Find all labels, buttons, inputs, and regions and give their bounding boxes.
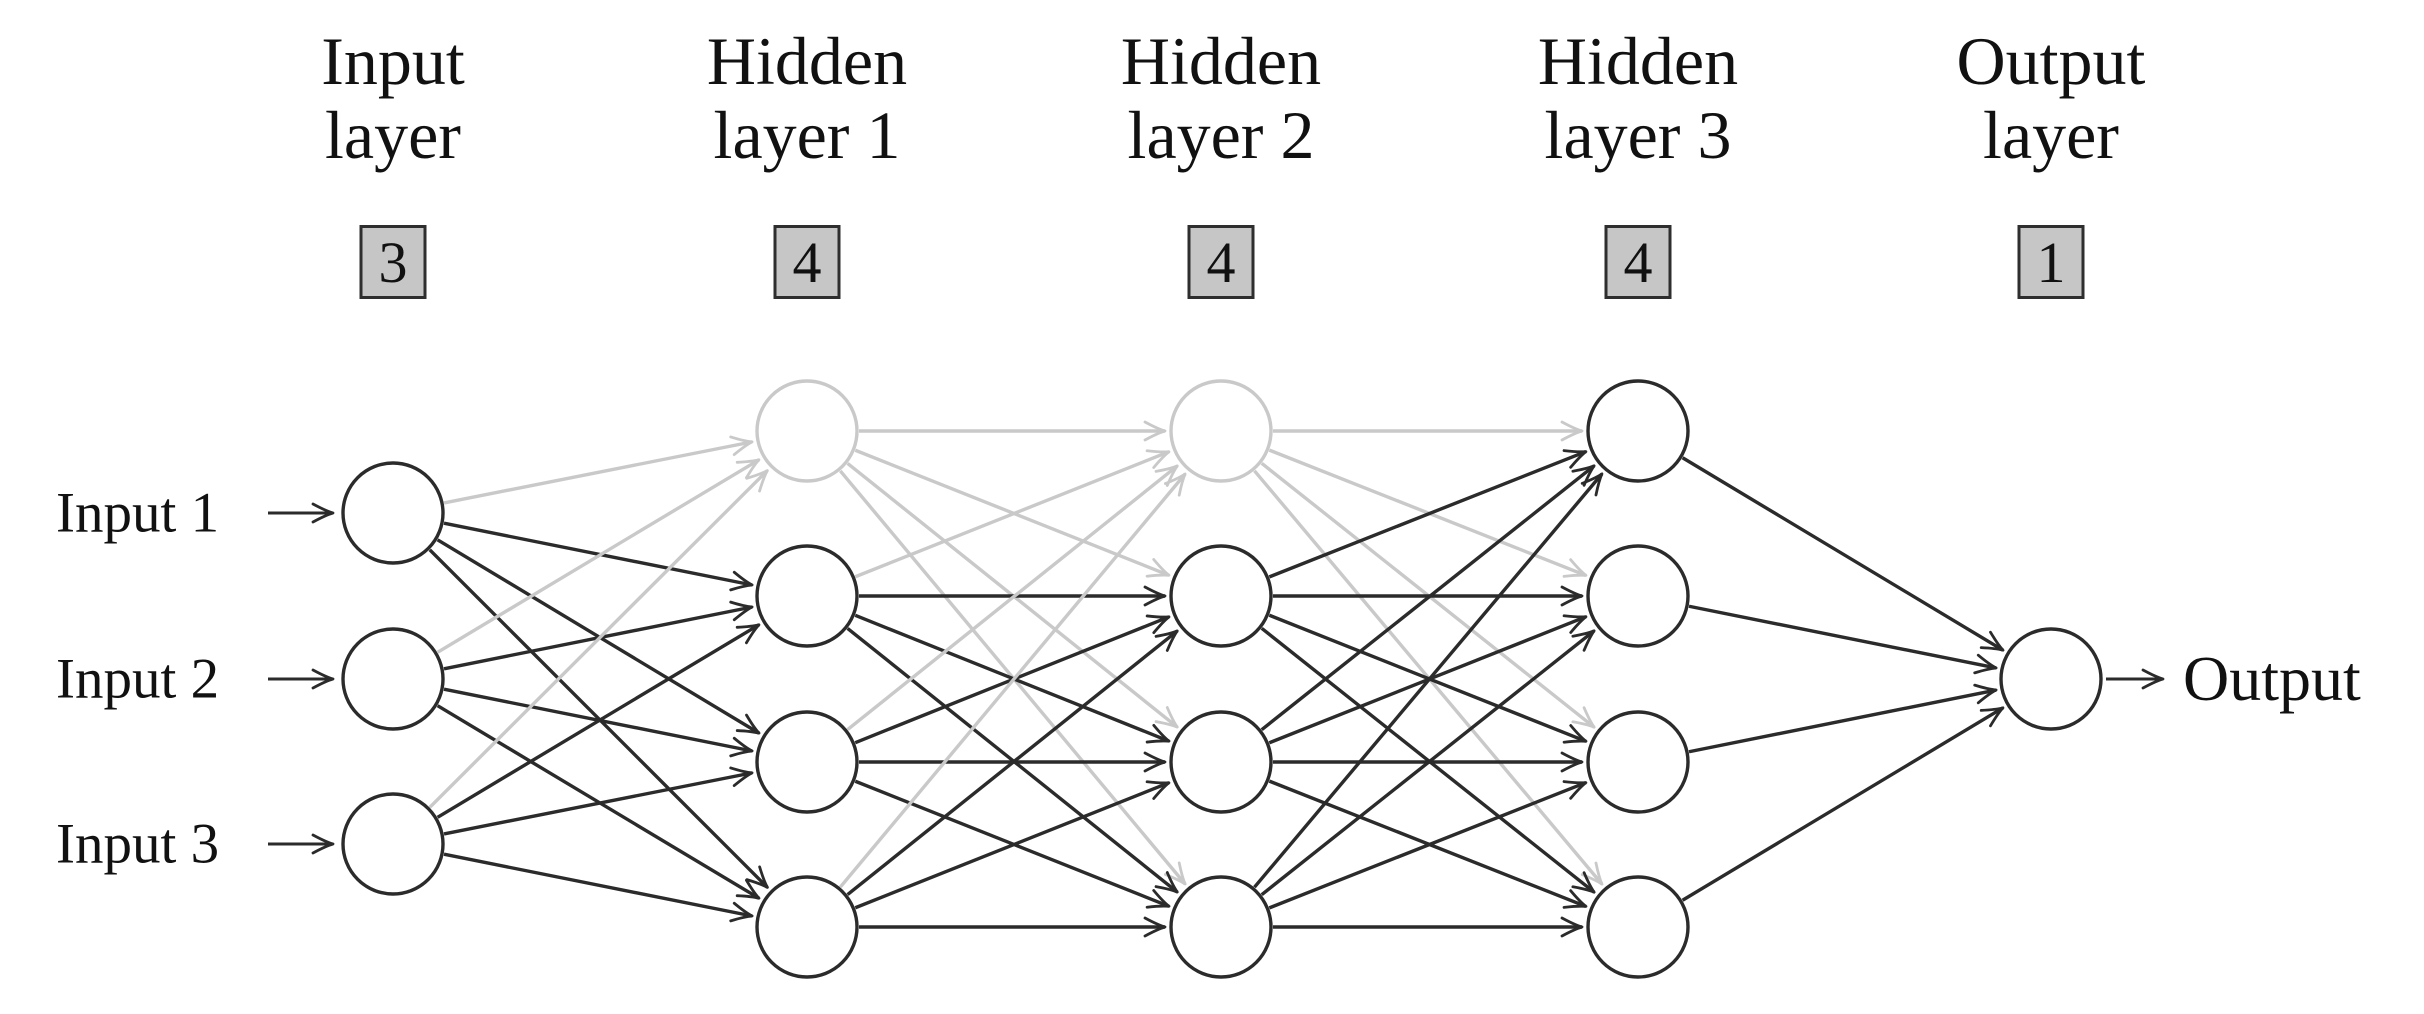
edge-l0n0-l1n0 bbox=[443, 435, 754, 505]
node-hidden2-3 bbox=[1169, 710, 1273, 814]
layer-header-hidden2-line2: layer 2 bbox=[1127, 97, 1315, 173]
count-box-hidden1: 4 bbox=[773, 225, 841, 299]
edge-l2n3-l3n1 bbox=[1260, 629, 1596, 897]
layer-header-hidden1: Hidden layer 1 bbox=[707, 24, 907, 172]
node-hidden2-2 bbox=[1169, 544, 1273, 648]
layer-header-output-line2: layer bbox=[1983, 97, 2119, 173]
layer-header-hidden2-line1: Hidden bbox=[1120, 23, 1322, 99]
edge-l1n3-l2n0 bbox=[839, 472, 1187, 889]
edge-l0n0-l1n1 bbox=[443, 521, 754, 592]
edge-l2n2-l3n0 bbox=[1260, 464, 1596, 732]
edge-l2n1-l3n0 bbox=[1268, 449, 1588, 579]
layer-header-input-line1: Input bbox=[321, 23, 465, 99]
node-input-3 bbox=[341, 792, 445, 896]
node-input-1 bbox=[341, 461, 445, 565]
edge-l1n1-l2n3 bbox=[846, 627, 1179, 894]
edge-l2n3-l3n0 bbox=[1253, 472, 1604, 889]
edge-l3n1-l4n0 bbox=[1688, 604, 1998, 675]
edge-l1n1-l2n0 bbox=[854, 449, 1171, 579]
layer-header-hidden3-line1: Hidden bbox=[1537, 23, 1739, 99]
edge-l0n2-l1n0 bbox=[428, 469, 769, 809]
node-input-2 bbox=[341, 627, 445, 731]
input-3-label: Input 3 bbox=[56, 812, 220, 876]
edge-l1n2-l2n0 bbox=[846, 464, 1179, 731]
node-hidden3-1 bbox=[1586, 379, 1690, 483]
count-box-output: 1 bbox=[2017, 225, 2085, 299]
edge-l0n2-l1n2 bbox=[443, 766, 754, 836]
layer-header-hidden1-line1: Hidden bbox=[706, 23, 908, 99]
edge-l3n3-l4n0 bbox=[1681, 706, 2005, 902]
count-box-hidden2: 4 bbox=[1187, 225, 1255, 299]
node-hidden3-3 bbox=[1586, 710, 1690, 814]
edge-l0n2-l1n1 bbox=[436, 623, 761, 819]
count-box-input: 3 bbox=[359, 225, 427, 299]
node-hidden3-4 bbox=[1586, 875, 1690, 979]
input-1-label: Input 1 bbox=[56, 481, 220, 545]
count-box-hidden3: 4 bbox=[1604, 225, 1672, 299]
output-label: Output bbox=[2183, 643, 2361, 714]
node-hidden1-3 bbox=[755, 710, 859, 814]
layer-header-hidden2: Hidden layer 2 bbox=[1121, 24, 1321, 172]
edge-l3n0-l4n0 bbox=[1681, 456, 2005, 652]
layer-header-output: Output layer bbox=[1957, 24, 2146, 172]
edge-l0n1-l1n0 bbox=[436, 458, 761, 654]
layer-header-input: Input layer bbox=[321, 24, 465, 172]
node-hidden2-4 bbox=[1169, 875, 1273, 979]
layer-header-output-line1: Output bbox=[1956, 23, 2146, 99]
node-hidden2-1 bbox=[1169, 379, 1273, 483]
node-hidden1-4 bbox=[755, 875, 859, 979]
edge-l1n3-l2n2 bbox=[854, 780, 1171, 910]
edge-l2n3-l3n2 bbox=[1268, 780, 1588, 910]
node-output-1 bbox=[1999, 627, 2103, 731]
layer-header-input-line2: layer bbox=[325, 97, 461, 173]
edge-l1n3-l2n1 bbox=[846, 629, 1179, 896]
layer-header-hidden1-line2: layer 1 bbox=[713, 97, 901, 173]
edge-l3n2-l4n0 bbox=[1688, 683, 1998, 754]
node-hidden3-2 bbox=[1586, 544, 1690, 648]
layer-header-hidden3-line2: layer 3 bbox=[1544, 97, 1732, 173]
edge-l2n1-l3n3 bbox=[1260, 626, 1596, 894]
node-hidden1-2 bbox=[755, 544, 859, 648]
input-2-label: Input 2 bbox=[56, 647, 220, 711]
node-hidden1-1 bbox=[755, 379, 859, 483]
layer-header-hidden3: Hidden layer 3 bbox=[1538, 24, 1738, 172]
edge-l0n2-l1n3 bbox=[443, 852, 754, 923]
